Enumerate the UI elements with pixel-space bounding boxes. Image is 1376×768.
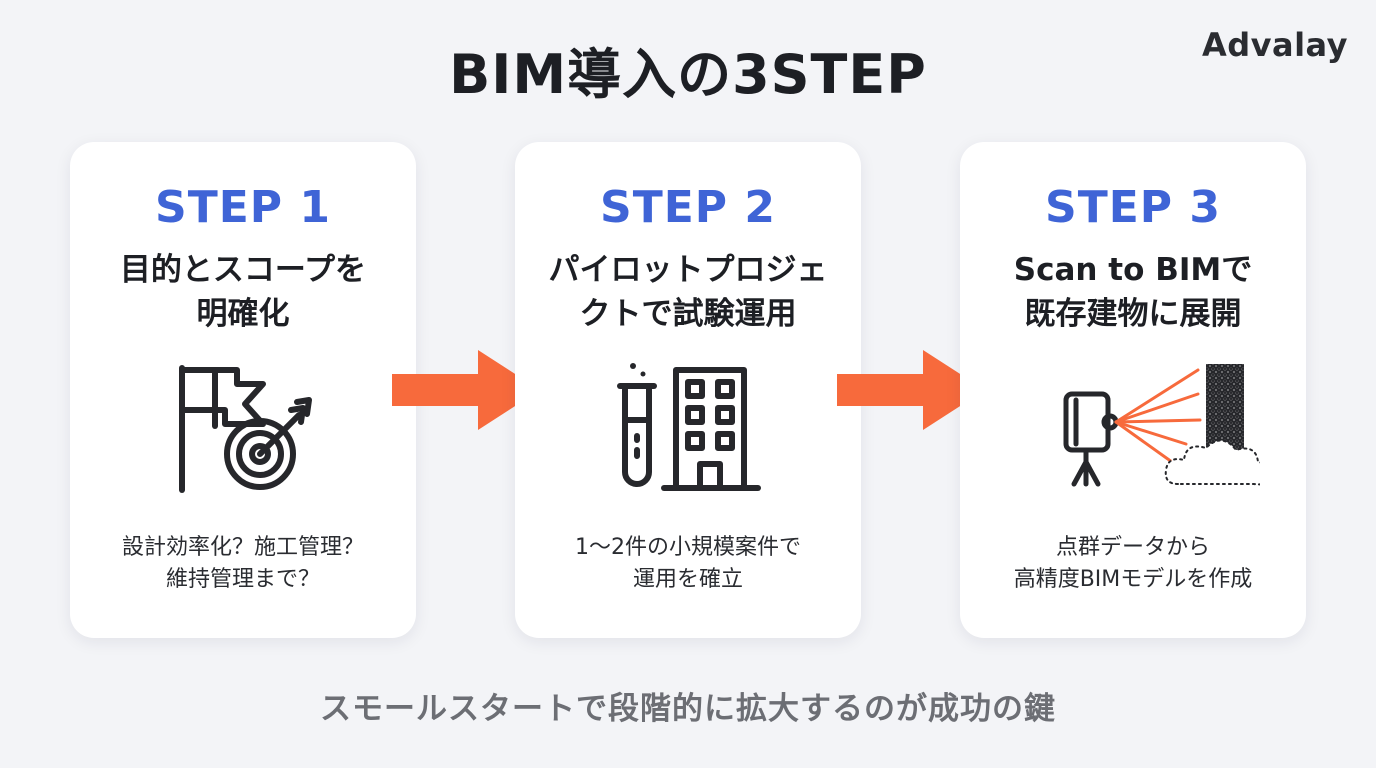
brand-logo: Advalay [1201, 26, 1348, 64]
step-label: STEP 2 [600, 182, 776, 233]
step-label: STEP 1 [155, 182, 331, 233]
step-description: 点群データから 高精度BIMモデルを作成 [1013, 535, 1253, 592]
arrow-right-icon [837, 350, 985, 430]
step-card-2: STEP 2 パイロットプロジェ クトで試験運用 1〜2件の小規模案件で 運用を… [515, 142, 861, 638]
test-tube-building-icon [617, 363, 761, 491]
step-description: 設計効率化？施工管理？ 維持管理まで？ [121, 535, 364, 592]
page-title: BIM導入の3STEP [449, 43, 927, 106]
step-label: STEP 3 [1045, 182, 1221, 233]
step-description: 1〜2件の小規模案件で 運用を確立 [575, 535, 801, 592]
step-heading: Scan to BIMで 既存建物に展開 [1013, 252, 1253, 332]
arrow-right-icon [392, 350, 540, 430]
laser-scanner-point-cloud-icon [1063, 364, 1260, 487]
footer-message: スモールスタートで段階的に拡大するのが成功の鍵 [320, 691, 1056, 727]
step-heading: パイロットプロジェ クトで試験運用 [548, 252, 828, 332]
flag-target-icon [179, 365, 312, 493]
step-heading: 目的とスコープを 明確化 [119, 252, 367, 332]
step-card-1: STEP 1 目的とスコープを 明確化 設計効率化？施工管理？ 維持管理まで？ [70, 142, 416, 638]
step-card-3: STEP 3 Scan to BIMで 既存建物に展開 点群データから 高精度B… [960, 142, 1306, 638]
